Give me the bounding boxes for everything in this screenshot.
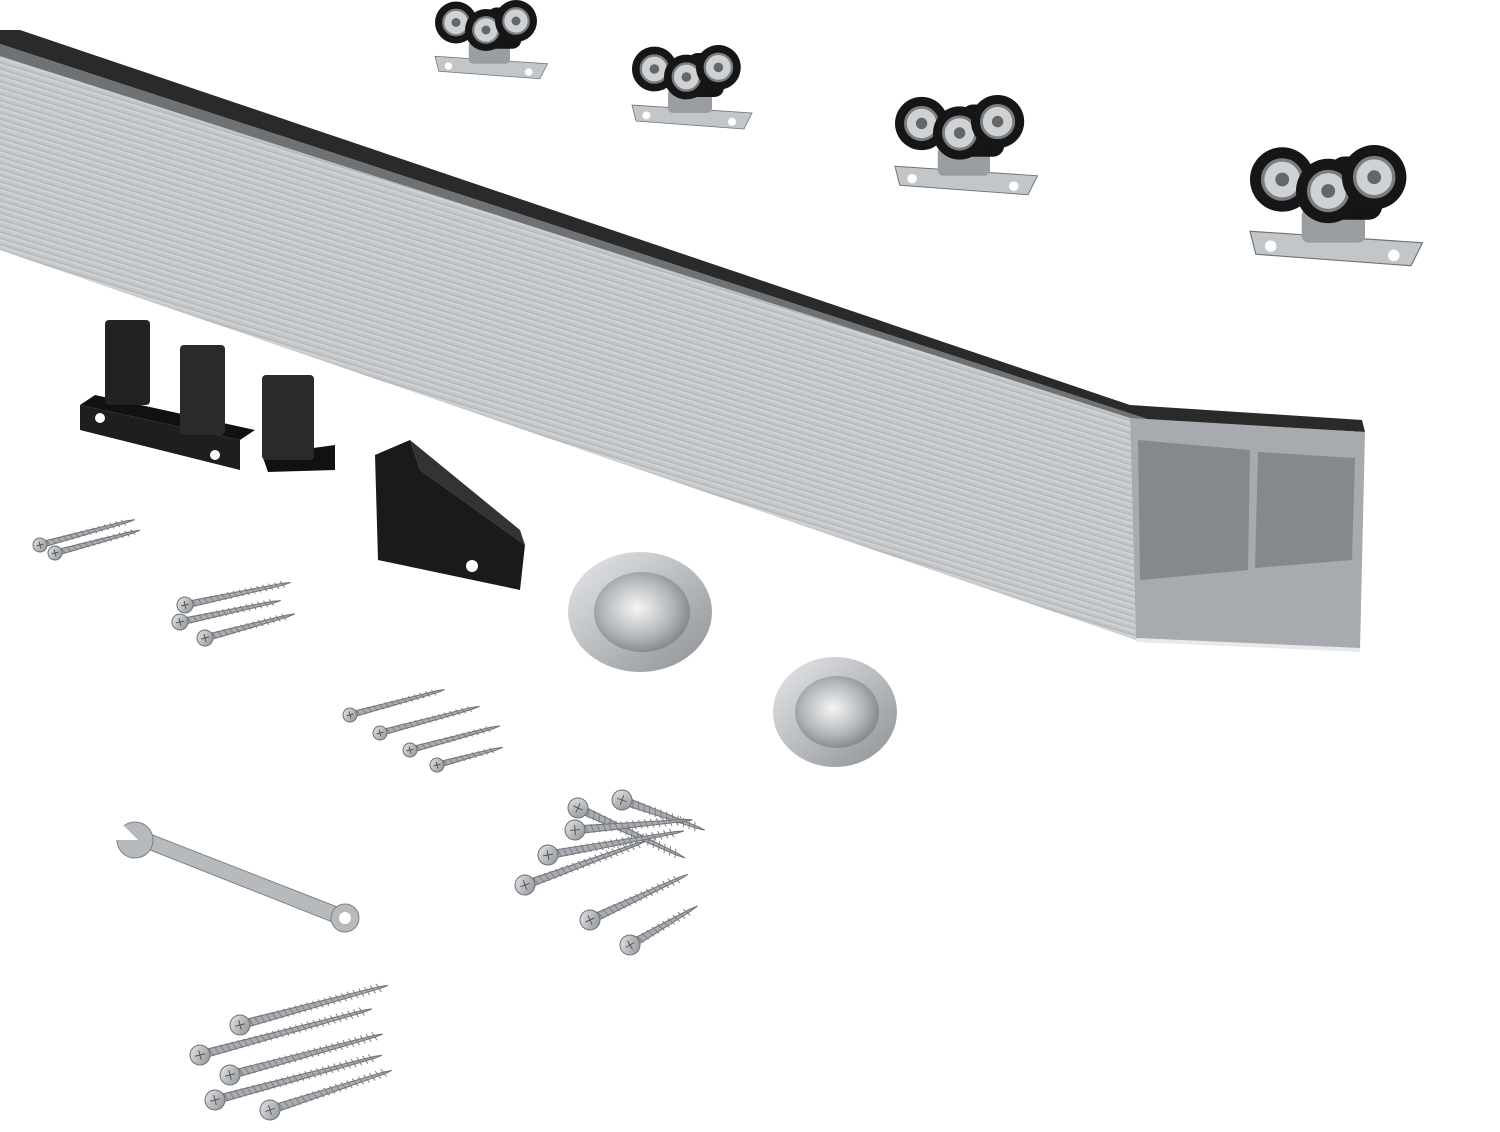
screw [514, 840, 646, 896]
door-roller [434, 0, 549, 80]
screw [619, 905, 698, 956]
rail-end-channel-left [1138, 440, 1250, 580]
screw [259, 1068, 392, 1121]
screw [537, 828, 685, 866]
adjustment-wrench [112, 821, 360, 933]
screw [32, 519, 135, 553]
rail-front-face [0, 56, 1136, 640]
screw [429, 746, 503, 773]
rail-top-channel [0, 30, 1365, 432]
floor-guide-small [262, 375, 335, 472]
screw [372, 705, 480, 741]
screw [402, 725, 501, 758]
door-roller [1249, 145, 1424, 267]
door-roller [894, 95, 1039, 196]
rail-end-channel-right [1255, 452, 1355, 568]
screw [567, 797, 686, 859]
screw [564, 816, 693, 841]
screw [176, 580, 291, 614]
flush-handle [773, 657, 897, 767]
rail-top-lip [0, 44, 1150, 420]
aluminium-track-rail [0, 30, 1365, 652]
screw [219, 1032, 383, 1086]
flush-handle [568, 552, 712, 672]
screw [229, 983, 388, 1036]
door-roller [631, 45, 753, 130]
screw [47, 529, 141, 561]
screw [189, 1007, 373, 1066]
screw [342, 689, 445, 723]
floor-guide [80, 320, 255, 470]
corner-bracket [375, 440, 525, 590]
screw [579, 873, 689, 931]
rail-end-edge [1135, 638, 1361, 652]
screw [204, 1053, 383, 1111]
screw [171, 599, 281, 631]
screw [196, 613, 296, 647]
